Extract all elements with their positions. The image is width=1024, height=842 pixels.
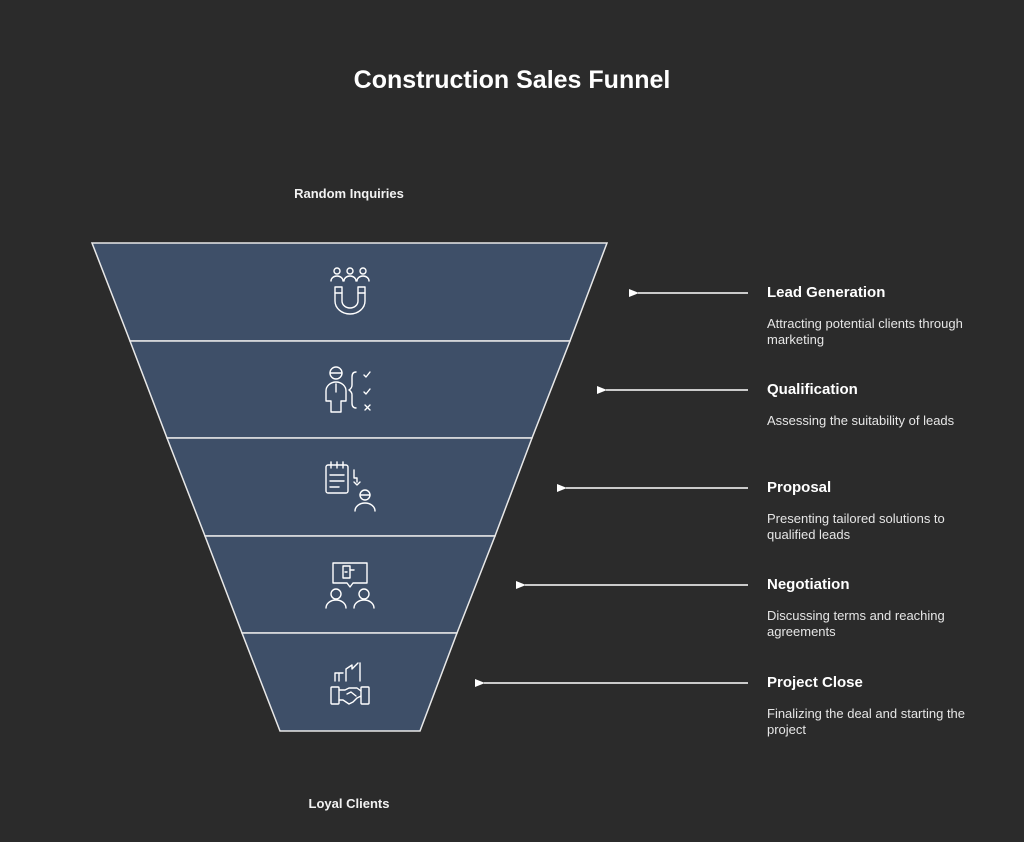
stage-info-negotiation: Negotiation Discussing terms and reachin…	[767, 576, 977, 640]
funnel-segment-proposal	[165, 437, 534, 537]
stage-title: Negotiation	[767, 576, 850, 593]
stage-info-proposal: Proposal Presenting tailored solutions t…	[767, 479, 977, 543]
stage-info-lead-generation: Lead Generation Attracting potential cli…	[767, 284, 977, 348]
document-person-icon	[325, 461, 376, 512]
stage-info-project-close: Project Close Finalizing the deal and st…	[767, 674, 977, 738]
diagram-title: Construction Sales Funnel	[353, 66, 671, 94]
stage-title: Project Close	[767, 674, 863, 691]
magnet-people-icon	[330, 267, 370, 315]
handshake-building-icon	[330, 662, 370, 705]
stage-description: Attracting potential clients through mar…	[767, 316, 963, 347]
funnel-top-label: Random Inquiries	[294, 186, 404, 201]
funnel-segment-project-close	[240, 632, 459, 732]
stage-description: Finalizing the deal and starting the pro…	[767, 706, 966, 737]
stage-description: Assessing the suitability of leads	[767, 413, 955, 428]
stage-title: Proposal	[767, 479, 832, 496]
funnel-segment-negotiation	[203, 535, 497, 634]
stage-description: Discussing terms and reaching agreements	[767, 608, 945, 639]
stage-info-qualification: Qualification Assessing the suitability …	[767, 381, 977, 429]
stage-title: Lead Generation	[767, 284, 886, 301]
funnel-bottom-label: Loyal Clients	[308, 796, 390, 811]
two-people-discussion-icon	[325, 562, 375, 609]
person-checklist-icon	[325, 366, 371, 413]
stage-title: Qualification	[767, 381, 858, 398]
stage-description: Presenting tailored solutions to qualifi…	[767, 511, 945, 542]
funnel-segment-lead-generation	[90, 242, 609, 342]
